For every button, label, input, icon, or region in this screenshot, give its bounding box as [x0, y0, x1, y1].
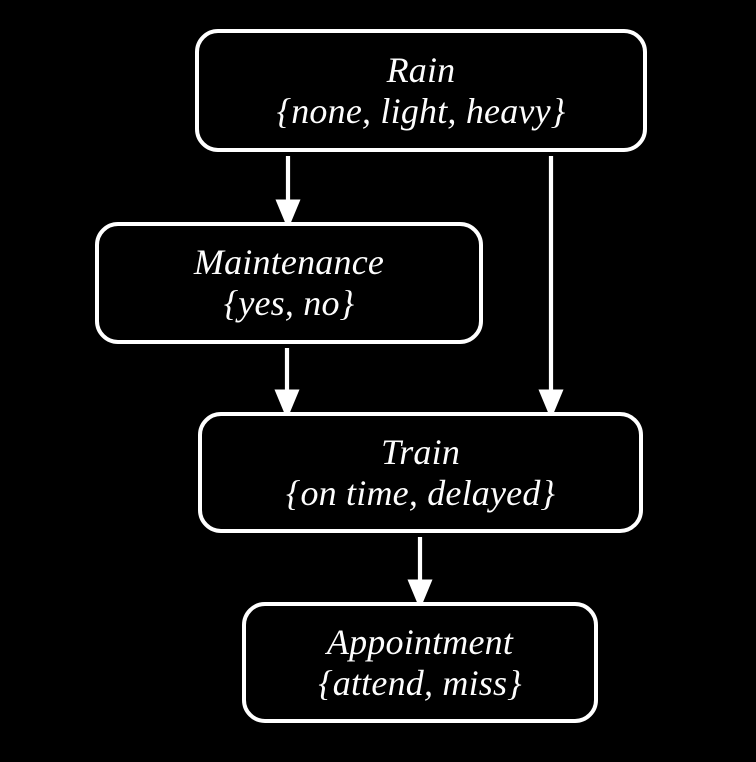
node-appointment-values: {attend, miss}	[318, 662, 522, 703]
node-train-values: {on time, delayed}	[285, 472, 556, 513]
node-maintenance-label: Maintenance	[193, 242, 385, 283]
node-appointment-label: Appointment	[326, 621, 514, 662]
node-rain-label: Rain	[386, 49, 456, 90]
node-rain-values: {none, light, heavy}	[276, 90, 566, 131]
node-appointment[interactable]: Appointment {attend, miss}	[242, 602, 598, 723]
node-train[interactable]: Train {on time, delayed}	[198, 412, 643, 533]
node-rain[interactable]: Rain {none, light, heavy}	[195, 29, 647, 152]
node-train-label: Train	[380, 431, 461, 472]
node-maintenance-values: {yes, no}	[223, 283, 355, 323]
node-maintenance[interactable]: Maintenance {yes, no}	[95, 222, 483, 344]
